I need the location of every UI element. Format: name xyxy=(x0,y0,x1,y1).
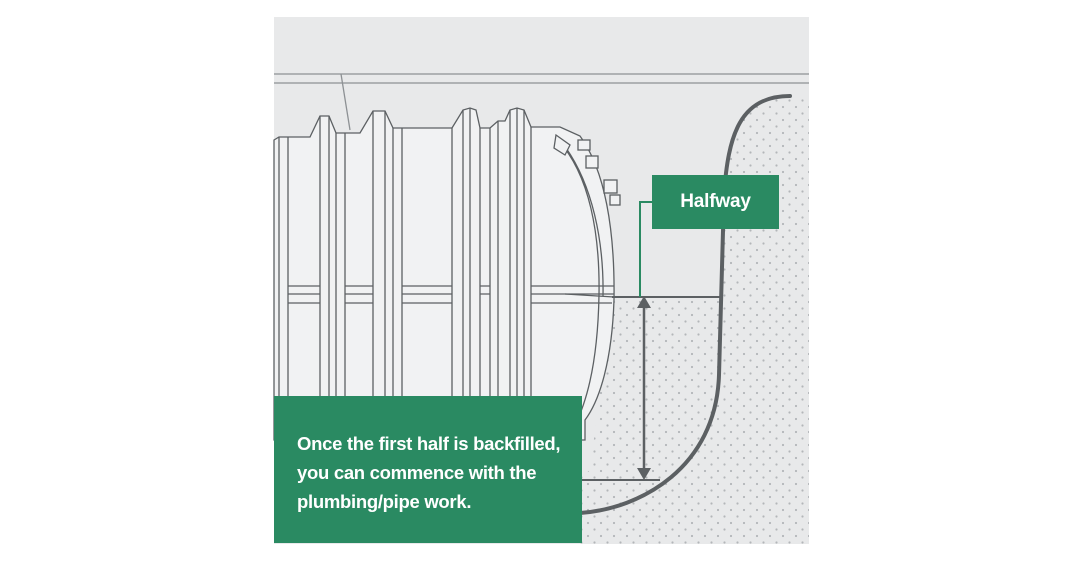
excavation-wall xyxy=(578,94,792,515)
halfway-label: Halfway xyxy=(652,175,779,229)
fitting-lower xyxy=(603,179,618,194)
backfill-note: Once the first half is backfilled, you c… xyxy=(274,396,582,543)
surface-leader xyxy=(340,73,351,131)
fitting-base xyxy=(609,194,621,206)
ground-surface xyxy=(274,73,809,84)
tank-ribs xyxy=(278,108,532,430)
tank-mid-seam xyxy=(564,293,615,298)
tank-end-cap xyxy=(557,139,604,426)
fitting-middle xyxy=(585,155,599,169)
tank-end-flange xyxy=(553,133,571,156)
note-line-1: Once the first half is backfilled, xyxy=(297,433,561,454)
depth-dimension-arrow xyxy=(637,296,651,480)
halfway-connector xyxy=(639,201,652,297)
note-line-2: you can commence with the xyxy=(297,462,537,483)
tank-body xyxy=(273,107,615,441)
note-line-3: plumbing/pipe work. xyxy=(297,491,472,512)
septic-tank xyxy=(273,107,621,441)
backfill-soil xyxy=(580,297,720,513)
fitting-upper xyxy=(577,139,591,151)
